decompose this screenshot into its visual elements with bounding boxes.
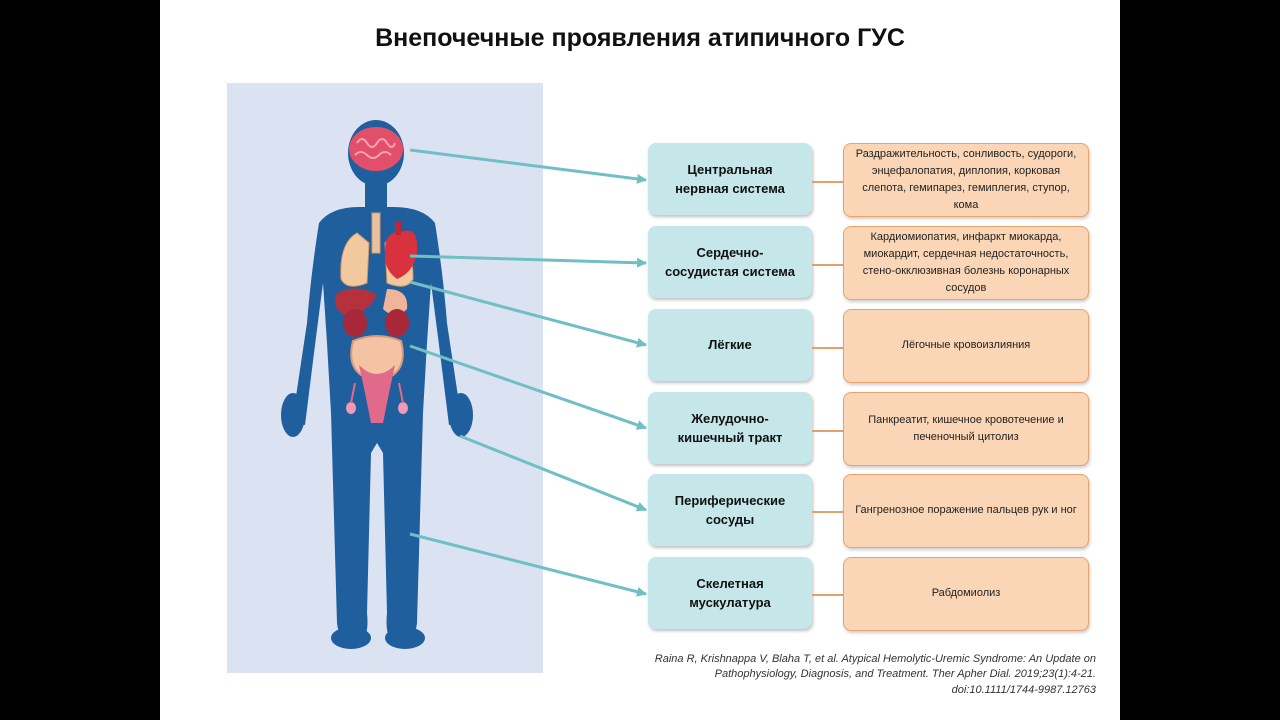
arrow-skeletal	[409, 532, 647, 597]
system-box-skeletal: Скелетная мускулатура	[648, 557, 812, 629]
body-figure-panel	[227, 83, 543, 673]
heart-icon	[384, 221, 418, 279]
pelvic-organs-icon	[346, 365, 408, 423]
citation-line-1: Raina R, Krishnappa V, Blaha T, et al. A…	[654, 653, 1096, 665]
connector-line	[812, 181, 843, 183]
system-box-lungs: Лёгкие	[648, 309, 812, 381]
connector-arrows	[409, 148, 647, 597]
manifestation-box-cns: Раздражительность, сонливость, судороги,…	[843, 143, 1089, 217]
connector-line	[812, 430, 843, 432]
citation: Raina R, Krishnappa V, Blaha T, et al. A…	[596, 652, 1096, 698]
system-box-gi: Желудочно- кишечный тракт	[648, 392, 812, 464]
connector-line	[812, 511, 843, 513]
connector-line	[812, 594, 843, 596]
manifestation-box-gi: Панкреатит, кишечное кровотечение и пече…	[843, 392, 1089, 466]
brain-icon	[349, 127, 403, 171]
manifestation-box-cardiovascular: Кардиомиопатия, инфаркт миокарда, миокар…	[843, 226, 1089, 300]
system-box-peripheral: Периферические сосуды	[648, 474, 812, 546]
citation-line-3: doi:10.1111/1744-9987.12763	[951, 683, 1096, 696]
manifestation-box-skeletal: Рабдомиолиз	[843, 557, 1089, 631]
citation-line-2: Pathophysiology, Diagnosis, and Treatmen…	[714, 668, 1096, 681]
arrow-cardio	[409, 254, 647, 268]
system-box-cardiovascular: Сердечно- сосудистая система	[648, 226, 812, 298]
digestive-organs-icon	[335, 288, 409, 380]
arrow-cns	[409, 148, 647, 184]
human-body-illustration	[281, 120, 473, 649]
manifestation-box-lungs: Лёгочные кровоизлияния	[843, 309, 1089, 383]
manifestation-box-peripheral: Гангренозное поражение пальцев рук и ног	[843, 474, 1089, 548]
connector-line	[812, 347, 843, 349]
arrow-peripheral	[459, 434, 647, 512]
slide: Внепочечные проявления атипичного ГУС	[160, 0, 1120, 720]
system-box-cns: Центральная нервная система	[648, 143, 812, 215]
arrow-lungs	[409, 280, 647, 348]
body-silhouette	[281, 120, 473, 649]
slide-title: Внепочечные проявления атипичного ГУС	[375, 24, 905, 52]
arrow-gi	[409, 344, 647, 430]
connector-line	[812, 264, 843, 266]
